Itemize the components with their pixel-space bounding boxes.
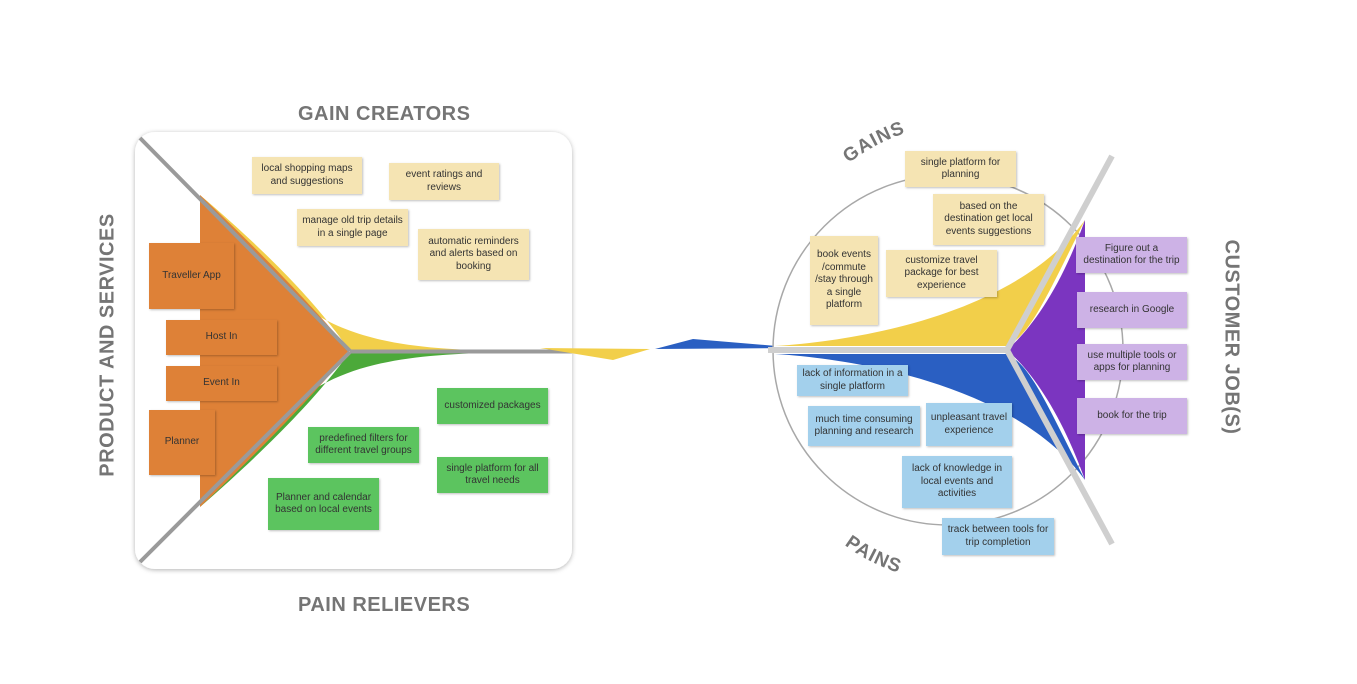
customer-jobs-title: CUSTOMER JOB(S) — [1220, 239, 1243, 435]
pain-relievers-title: PAIN RELIEVERS — [298, 594, 471, 616]
customer-job-note: use multiple tools or apps for planning — [1077, 344, 1187, 380]
gain-creator-note: automatic reminders and alerts based on … — [418, 229, 529, 280]
gains-label: GAINS — [839, 118, 907, 168]
customer-job-note: Figure out a destination for the trip — [1076, 237, 1187, 273]
pain-reliever-note: single platform for all travel needs — [437, 457, 548, 493]
gains-wedge — [775, 220, 1085, 346]
customer-job-note: research in Google — [1077, 292, 1187, 328]
pain-reliever-note: customized packages — [437, 388, 548, 424]
jobs-divider-bottom — [1004, 348, 1115, 546]
pain-note: unpleasant travel experience — [926, 403, 1012, 446]
gain-creator-note: manage old trip details in a single page — [297, 209, 408, 246]
pain-note: lack of knowledge in local events and ac… — [902, 456, 1012, 508]
product-services-title: PRODUCT AND SERVICES — [96, 213, 119, 477]
pain-note: track between tools for trip completion — [942, 518, 1054, 555]
pain-note: lack of information in a single platform — [797, 365, 908, 396]
gain-note: based on the destination get local event… — [933, 194, 1044, 245]
gain-note: book events /commute /stay through a sin… — [810, 236, 878, 325]
jobs-divider-top — [1004, 154, 1115, 352]
product-service-note: Traveller App — [149, 243, 234, 309]
pain-note: much time consuming planning and researc… — [808, 406, 920, 446]
product-service-note: Host In — [166, 320, 277, 355]
product-service-note: Event In — [166, 366, 277, 401]
gain-note: single platform for planning — [905, 151, 1016, 187]
customer-jobs-wedge — [1007, 220, 1085, 480]
value-map-divider-top — [138, 136, 352, 353]
pain-reliever-note: Planner and calendar based on local even… — [268, 478, 379, 530]
value-map-divider-bottom — [138, 350, 352, 564]
customer-job-note: book for the trip — [1077, 398, 1187, 434]
pain-reliever-note: predefined filters for different travel … — [308, 427, 419, 463]
gain-creator-note: local shopping maps and suggestions — [252, 157, 362, 194]
gain-creators-title: GAIN CREATORS — [298, 103, 471, 125]
fit-arrow-yellow — [540, 348, 650, 360]
product-service-note: Planner — [149, 410, 215, 475]
gain-creator-note: event ratings and reviews — [389, 163, 499, 200]
pains-wedge — [775, 354, 1085, 480]
gain-note: customize travel package for best experi… — [886, 250, 997, 297]
fit-arrow-blue — [655, 339, 800, 349]
pains-label: PAINS — [841, 532, 904, 578]
